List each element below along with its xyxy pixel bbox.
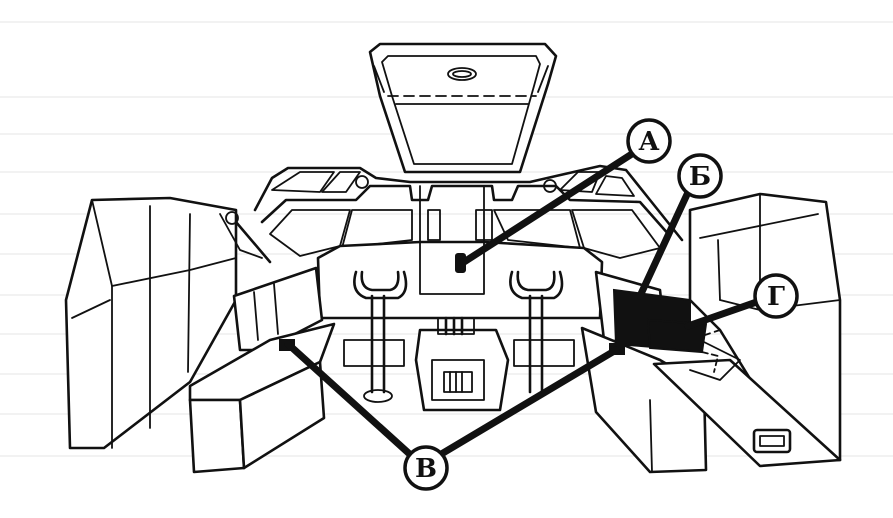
leader-b xyxy=(636,184,694,300)
control-yoke-right xyxy=(509,270,564,394)
callout-v-label: В xyxy=(415,454,437,484)
leader-a xyxy=(460,146,642,266)
callout-a: А xyxy=(626,118,672,164)
callout-b: Б xyxy=(677,153,723,199)
callout-b-label: Б xyxy=(689,162,711,192)
left-seat xyxy=(188,266,336,474)
control-yoke-left xyxy=(353,270,408,403)
leader-v-left xyxy=(284,340,418,462)
callout-v: В xyxy=(403,445,449,491)
windshield-frame xyxy=(253,164,684,259)
callout-g: Г xyxy=(753,273,799,319)
overhead-hatch xyxy=(368,42,558,174)
center-pedestal xyxy=(343,316,575,412)
left-side-wall xyxy=(64,196,272,450)
callout-g-label: Г xyxy=(767,282,785,312)
instrument-panel xyxy=(316,240,604,320)
callout-a-label: А xyxy=(638,127,659,157)
leader-v-right xyxy=(434,346,620,460)
